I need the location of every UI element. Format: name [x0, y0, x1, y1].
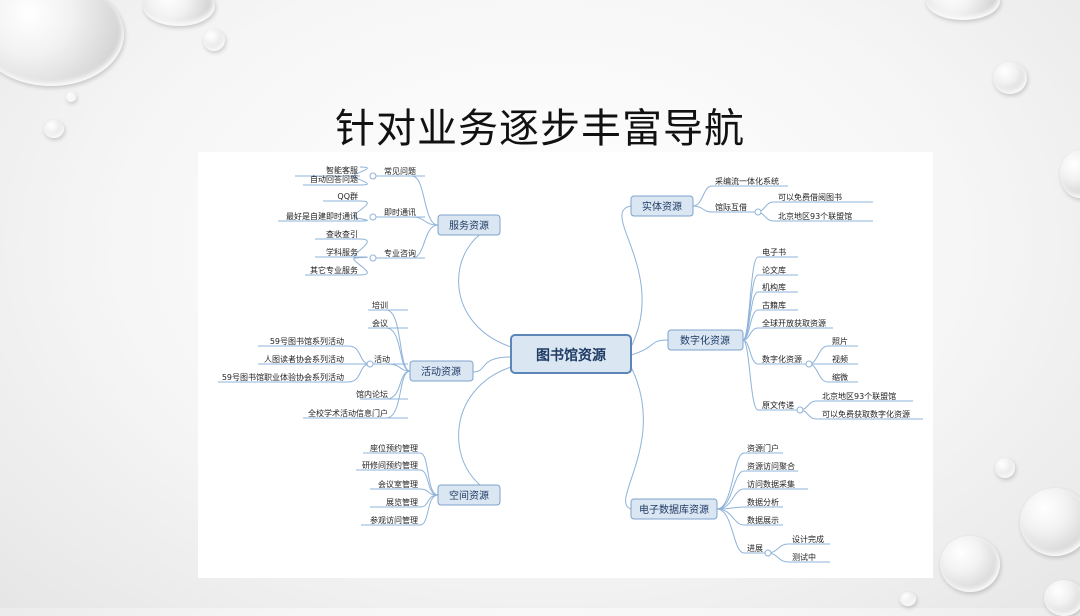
slide-title: 针对业务逐步丰富导航	[335, 106, 745, 152]
branch-digital[interactable]	[667, 329, 744, 351]
leaf-node: 自动回答问题	[310, 174, 358, 184]
branch-physical-label: 实体资源	[642, 200, 682, 213]
water-drop	[1044, 580, 1080, 616]
water-drop	[66, 92, 76, 102]
collapse-toggle[interactable]	[805, 360, 813, 368]
center-node-label: 图书馆资源	[536, 347, 606, 364]
leaf-node: 电子书	[762, 247, 786, 257]
node-im: 即时通讯	[384, 207, 416, 217]
leaf-node: 资源访问聚合	[747, 461, 795, 471]
collapse-toggle[interactable]	[369, 213, 377, 221]
water-drop	[1020, 488, 1080, 556]
leaf-node: 缩微	[832, 372, 848, 382]
leaf-node: 查收查引	[326, 229, 358, 239]
leaf-node: 数据展示	[747, 515, 779, 525]
leaf-node: 北京地区93个联盟馆	[778, 211, 852, 221]
water-drop	[1060, 150, 1080, 198]
leaf-node: 数据分析	[747, 497, 779, 507]
leaf-node: 座位预约管理	[370, 443, 418, 453]
leaf-node: 视频	[832, 354, 848, 364]
leaf-node: 展览管理	[386, 497, 418, 507]
leaf-node: 资源门户	[747, 443, 779, 453]
center-node[interactable]: 图书馆资源	[510, 334, 632, 374]
leaf-node: 设计完成	[792, 534, 824, 544]
node-meeting: 会议	[372, 318, 388, 328]
branch-space-label: 空间资源	[449, 489, 489, 502]
mindmap-canvas: 图书馆资源 服务资源 活动资源 空间资源 实体资源 数字化资源 电子数据库资源 …	[198, 152, 933, 578]
leaf-node: 论文库	[762, 265, 786, 275]
water-drop	[926, 0, 1000, 20]
node-forum: 馆内论坛	[356, 389, 388, 399]
node-digitize: 数字化资源	[762, 354, 802, 364]
branch-database-label: 电子数据库资源	[639, 503, 709, 516]
leaf-node: 机构库	[762, 282, 786, 292]
node-delivery: 原文传递	[762, 400, 794, 410]
node-system: 采编流一体化系统	[715, 176, 779, 186]
water-drop	[940, 536, 1000, 592]
mindmap-diagram: 图书馆资源 服务资源 活动资源 空间资源 实体资源 数字化资源 电子数据库资源 …	[218, 165, 923, 563]
leaf-node: 可以免费获取数字化资源	[822, 409, 910, 419]
water-drop	[143, 0, 215, 26]
node-training: 培训	[372, 300, 388, 310]
leaf-node: 可以免费借阅图书	[778, 192, 842, 202]
collapse-toggle[interactable]	[754, 208, 762, 216]
node-portal: 全校学术活动信息门户	[308, 408, 388, 418]
branch-activity[interactable]	[409, 360, 474, 382]
leaf-node: QQ群	[337, 191, 358, 201]
leaf-node: 智能客服	[326, 165, 358, 175]
leaf-node: 访问数据采集	[747, 479, 795, 489]
branch-service[interactable]	[437, 214, 501, 236]
collapse-toggle[interactable]	[369, 172, 377, 180]
leaf-node: 北京地区93个联盟馆	[822, 391, 896, 401]
leaf-node: 59号图书馆系列活动	[270, 336, 344, 346]
water-drop	[993, 62, 1027, 94]
water-drop	[44, 120, 64, 138]
water-drop	[203, 29, 225, 51]
leaf-node: 学科服务	[326, 247, 358, 257]
collapse-toggle[interactable]	[366, 360, 374, 368]
leaf-node: 会议室管理	[378, 479, 418, 489]
water-drop	[900, 592, 916, 606]
leaf-node: 59号图书馆职业体验协会系列活动	[222, 372, 344, 382]
leaf-node: 人图读者协会系列活动	[264, 354, 344, 364]
branch-physical[interactable]	[630, 195, 694, 217]
node-events: 活动	[374, 354, 390, 364]
node-consult: 专业咨询	[384, 248, 416, 258]
water-drop	[0, 0, 124, 86]
leaf-node: 研修间预约管理	[362, 460, 418, 470]
leaf-node: 最好是自建即时通讯	[286, 211, 358, 221]
branch-space[interactable]	[437, 484, 501, 506]
collapse-toggle[interactable]	[796, 406, 804, 414]
branch-activity-label: 活动资源	[421, 365, 461, 378]
node-loan: 馆际互借	[715, 202, 747, 212]
branch-service-label: 服务资源	[449, 219, 489, 232]
leaf-node: 参观访问管理	[370, 515, 418, 525]
water-drop	[995, 458, 1015, 478]
branch-digital-label: 数字化资源	[680, 334, 730, 347]
leaf-node: 测试中	[792, 552, 816, 562]
collapse-toggle[interactable]	[369, 254, 377, 262]
node-faq: 常见问题	[384, 167, 416, 176]
collapse-toggle[interactable]	[764, 549, 772, 557]
leaf-node: 其它专业服务	[310, 265, 358, 275]
node-progress: 进展	[747, 544, 763, 553]
leaf-node: 古籍库	[762, 300, 786, 310]
branch-database[interactable]	[630, 498, 718, 520]
leaf-node: 照片	[832, 336, 848, 346]
leaf-node: 全球开放获取资源	[762, 318, 826, 328]
